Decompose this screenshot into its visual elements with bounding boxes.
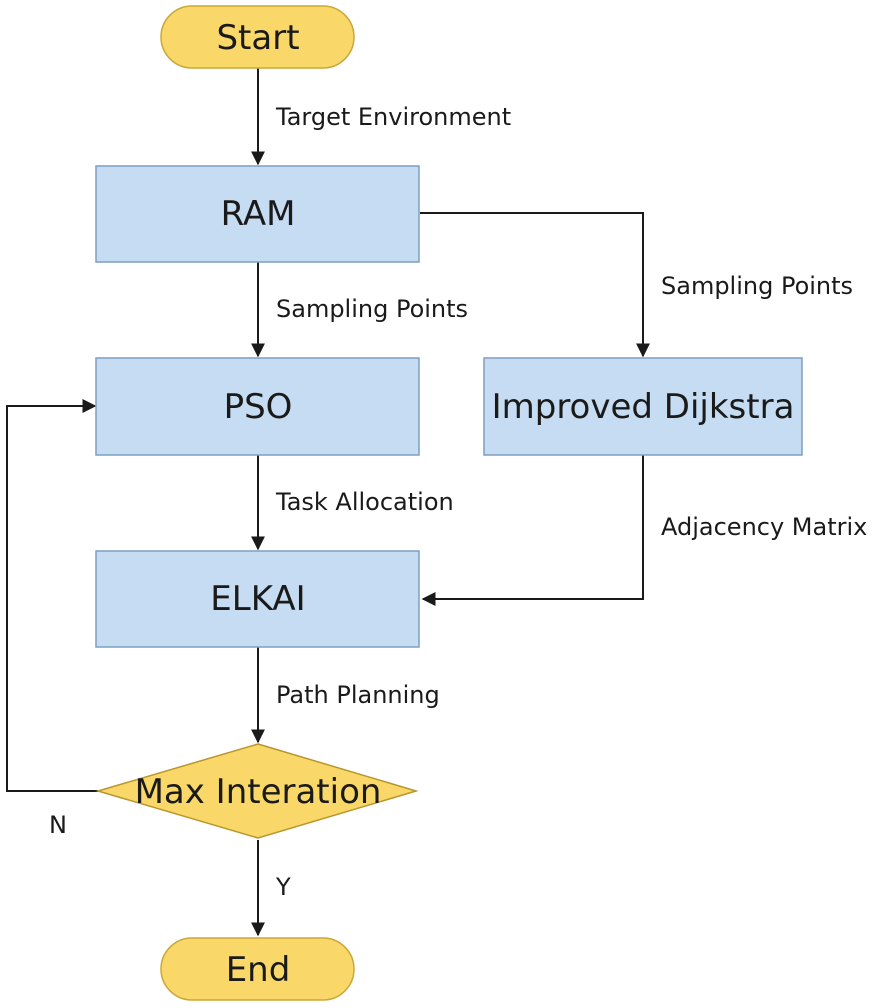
edge-label-path-planning: Path Planning (276, 681, 440, 709)
end-label: End (226, 950, 291, 990)
edge-label-task-allocation: Task Allocation (275, 488, 454, 516)
edge-label-no: N (49, 811, 67, 839)
elkai-node (95, 550, 420, 648)
ram-label: RAM (221, 194, 296, 234)
pso-label: PSO (224, 387, 293, 427)
edge-label-adjacency-matrix: Adjacency Matrix (661, 513, 867, 541)
edge-dijkstra-elkai (421, 455, 644, 606)
ram-node (95, 165, 420, 263)
improved-dijkstra-node (483, 357, 803, 456)
elkai-label: ELKAI (210, 579, 305, 619)
decision-label: Max Interation (135, 772, 382, 812)
edge-label-sampling-points-left: Sampling Points (276, 295, 468, 323)
start-node (160, 5, 355, 69)
edge-label-sampling-points-right: Sampling Points (661, 272, 853, 300)
edge-label-target-environment: Target Environment (275, 103, 511, 131)
pso-node (95, 357, 420, 456)
edge-decision-pso (6, 399, 98, 792)
start-label: Start (216, 18, 299, 58)
max-iteration-decision (95, 743, 419, 839)
edge-label-yes: Y (275, 873, 291, 901)
end-node (160, 937, 355, 1001)
improved-dijkstra-label: Improved Dijkstra (492, 387, 795, 427)
edge-ram-dijkstra (420, 212, 650, 358)
